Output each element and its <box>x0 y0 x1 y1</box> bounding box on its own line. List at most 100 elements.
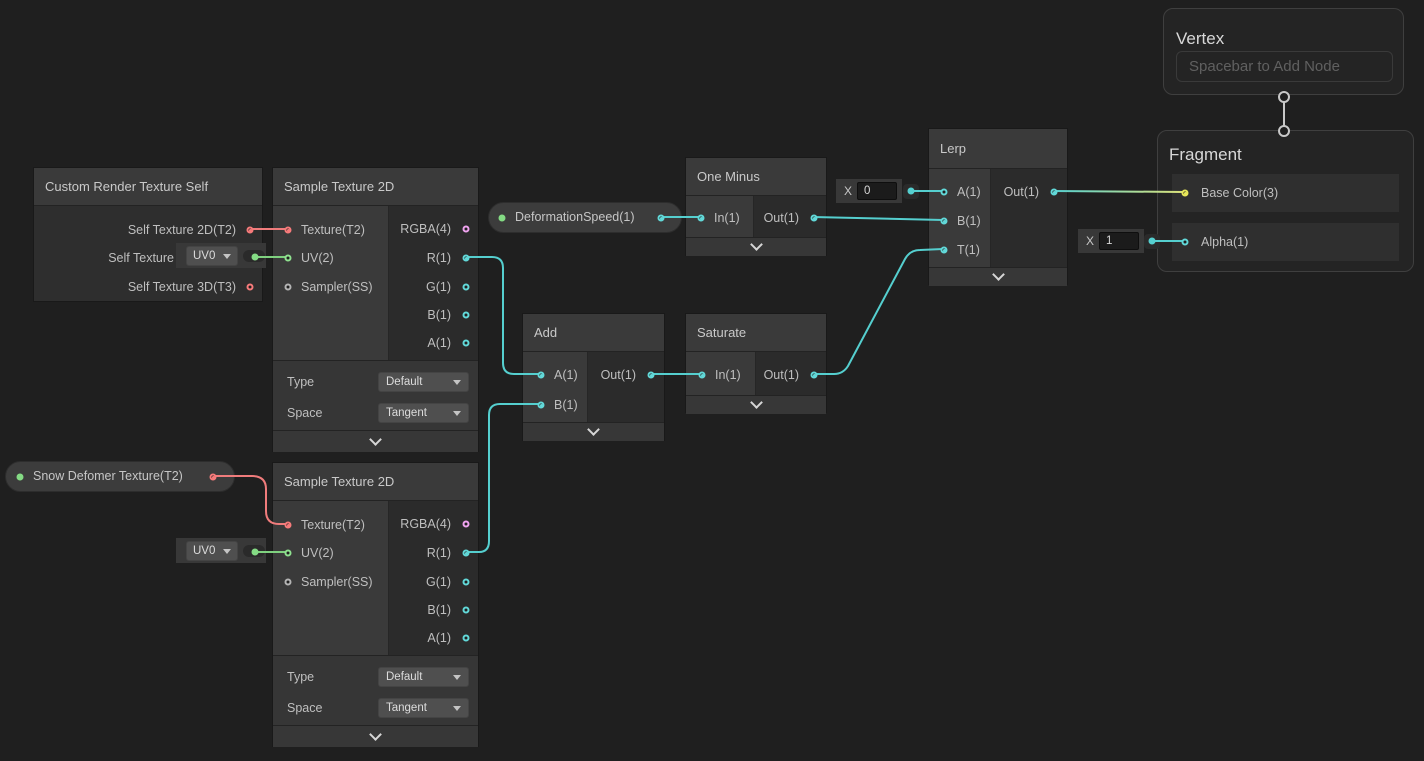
port-out[interactable] <box>810 214 818 222</box>
node-saturate[interactable]: Saturate In(1) Out(1) <box>685 313 827 414</box>
port-base-color[interactable] <box>1181 189 1189 197</box>
uv-default-dot[interactable] <box>251 253 259 261</box>
port-alpha[interactable] <box>1181 238 1189 246</box>
output-port-label: Self Texture 3D(T3) <box>127 280 236 294</box>
node-title: Sample Texture 2D <box>273 463 478 501</box>
dropdown-value: Default <box>386 376 423 388</box>
uv-channel-dropdown[interactable]: UV0 <box>186 541 238 561</box>
output-port-label: Out(1) <box>763 368 799 382</box>
port-uv[interactable] <box>284 254 292 262</box>
dropdown-value: Default <box>386 671 423 683</box>
port-out[interactable] <box>810 371 818 379</box>
port-a[interactable] <box>940 188 948 196</box>
node-add[interactable]: Add A(1) B(1) Out(1) <box>522 313 665 441</box>
port-a[interactable] <box>537 371 545 379</box>
property-dot-icon <box>498 214 506 222</box>
collapse-bar[interactable] <box>686 237 826 256</box>
x-value-input[interactable]: 1 <box>1099 232 1139 250</box>
port-rgba[interactable] <box>462 520 470 528</box>
type-dropdown[interactable]: Default <box>378 372 469 392</box>
port-t[interactable] <box>940 246 948 254</box>
property-dot-icon <box>16 473 24 481</box>
node-one-minus[interactable]: One Minus In(1) Out(1) <box>685 157 827 256</box>
collapse-chevron-icon <box>991 268 1005 281</box>
node-controls: Type Default Space Tangent <box>273 655 478 725</box>
port-texture[interactable] <box>284 521 292 529</box>
output-port-label: Out(1) <box>1003 185 1039 199</box>
property-node-snow-deformer-texture[interactable]: Snow Defomer Texture(T2) <box>5 461 235 492</box>
port-self-texture-3d[interactable] <box>246 283 254 291</box>
alpha-default-dot[interactable] <box>1148 237 1156 245</box>
collapse-chevron-icon <box>749 396 763 409</box>
port-self-texture-2d[interactable] <box>246 226 254 234</box>
output-port-label: R(1) <box>426 251 451 265</box>
space-dropdown[interactable]: Tangent <box>378 403 469 423</box>
collapse-bar[interactable] <box>686 395 826 414</box>
port-b[interactable] <box>462 606 470 614</box>
port-out[interactable] <box>209 473 217 481</box>
output-port-label: Out(1) <box>600 368 636 382</box>
port-texture[interactable] <box>284 226 292 234</box>
port-a[interactable] <box>462 339 470 347</box>
port-g[interactable] <box>462 283 470 291</box>
output-port-label: B(1) <box>427 308 451 322</box>
node-lerp[interactable]: Lerp A(1) B(1) T(1) Out(1) <box>928 128 1068 286</box>
port-sampler[interactable] <box>284 283 292 291</box>
chevron-down-icon <box>453 410 461 416</box>
port-out[interactable] <box>1050 188 1058 196</box>
port-in[interactable] <box>697 214 705 222</box>
input-port-label: In(1) <box>715 368 741 382</box>
port-b[interactable] <box>462 311 470 319</box>
chevron-down-icon <box>453 674 461 680</box>
port-a[interactable] <box>462 634 470 642</box>
node-fragment[interactable]: Fragment Base Color(3) Alpha(1) <box>1157 130 1414 272</box>
port-b[interactable] <box>537 401 545 409</box>
collapse-chevron-icon <box>587 423 600 436</box>
space-dropdown[interactable]: Tangent <box>378 698 469 718</box>
control-label: Space <box>287 701 323 715</box>
port-in[interactable] <box>698 371 706 379</box>
node-vertex[interactable]: Vertex Spacebar to Add Node <box>1163 8 1404 95</box>
x-component-label: X <box>1086 234 1095 248</box>
x-value-input[interactable]: 0 <box>857 182 897 200</box>
collapse-bar[interactable] <box>523 422 664 441</box>
output-port-label: Self Texture 2D(T2) <box>127 223 236 237</box>
port-g[interactable] <box>462 578 470 586</box>
node-title: Saturate <box>686 314 826 352</box>
input-port-label: UV(2) <box>301 546 334 560</box>
input-port-label: Alpha(1) <box>1201 235 1249 249</box>
node-custom-render-texture-self[interactable]: Custom Render Texture Self Self Texture … <box>33 167 263 302</box>
node-sample-texture-2d-1[interactable]: Sample Texture 2D Texture(T2) UV(2) Samp… <box>272 167 479 452</box>
property-label: Snow Defomer Texture(T2) <box>33 469 183 483</box>
lerp-a-default-dot[interactable] <box>907 187 915 195</box>
output-port-label: R(1) <box>426 546 451 560</box>
port-rgba[interactable] <box>462 225 470 233</box>
port-out[interactable] <box>647 371 655 379</box>
port-uv[interactable] <box>284 549 292 557</box>
property-node-deformation-speed[interactable]: DeformationSpeed(1) <box>488 202 682 233</box>
edge-oneminus-to-lerp-b[interactable] <box>812 216 944 221</box>
edge-saturate-to-lerp-t[interactable] <box>812 248 944 375</box>
add-node-placeholder[interactable]: Spacebar to Add Node <box>1176 51 1393 82</box>
node-title: Add <box>523 314 664 352</box>
collapse-bar[interactable] <box>273 430 478 452</box>
node-sample-texture-2d-2[interactable]: Sample Texture 2D Texture(T2) UV(2) Samp… <box>272 462 479 747</box>
input-port-label: B(1) <box>554 398 578 412</box>
output-port-label: A(1) <box>427 336 451 350</box>
port-out[interactable] <box>657 214 665 222</box>
uv-default-dot[interactable] <box>251 548 259 556</box>
collapse-bar[interactable] <box>929 267 1067 286</box>
dropdown-value: UV0 <box>193 545 216 557</box>
port-sampler[interactable] <box>284 578 292 586</box>
chevron-down-icon <box>453 379 461 385</box>
uv-channel-dropdown[interactable]: UV0 <box>186 246 238 266</box>
chevron-down-icon <box>223 548 231 554</box>
collapse-bar[interactable] <box>273 725 478 747</box>
node-title: Custom Render Texture Self <box>34 168 262 206</box>
port-r[interactable] <box>462 549 470 557</box>
port-b[interactable] <box>940 217 948 225</box>
port-r[interactable] <box>462 254 470 262</box>
type-dropdown[interactable]: Default <box>378 667 469 687</box>
node-controls: Type Default Space Tangent <box>273 360 478 430</box>
